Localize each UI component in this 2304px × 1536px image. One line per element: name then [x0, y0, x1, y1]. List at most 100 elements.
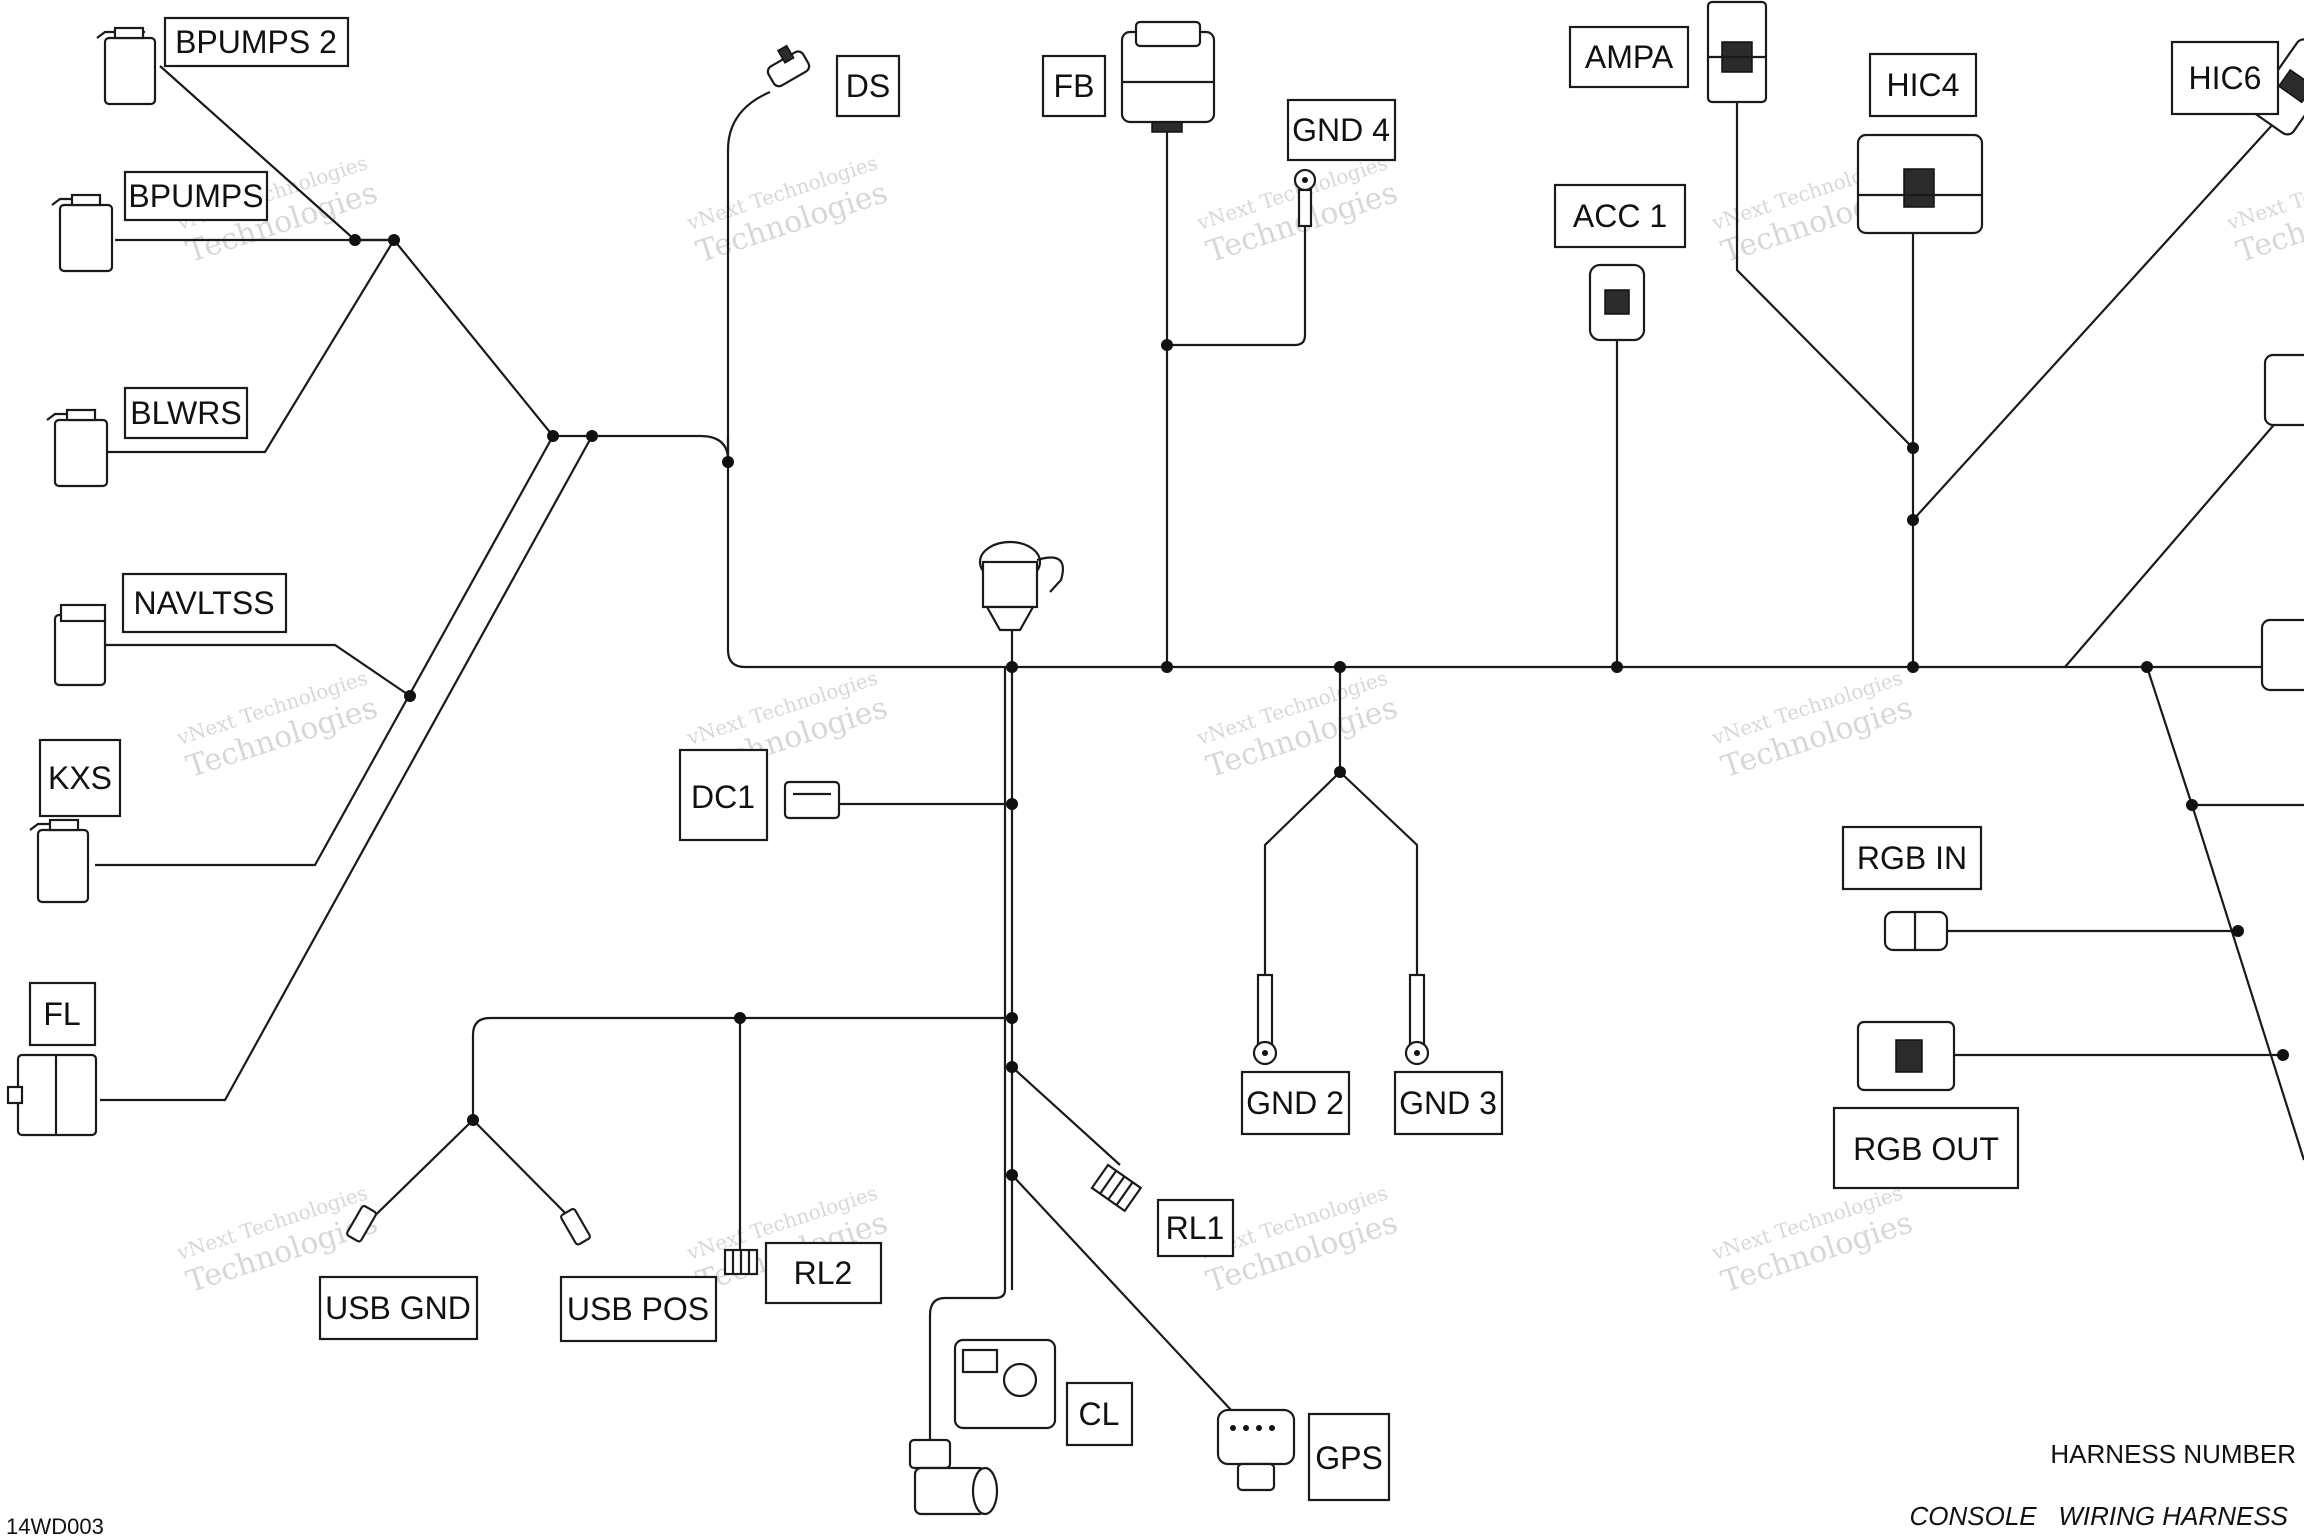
label-text: BPUMPS 2: [175, 24, 337, 60]
fl-wire: [100, 435, 593, 1102]
usb-pos-wire: [472, 1119, 583, 1231]
bpumps-connector-icon: [51, 193, 114, 273]
usb-branch-wire: [471, 1016, 1012, 1120]
label-blwrs: BLWRS: [123, 386, 249, 440]
junction-dot: [586, 430, 598, 442]
label-text: HIC6: [2189, 60, 2262, 96]
label-text: USB POS: [567, 1291, 709, 1327]
junction-dot: [388, 234, 400, 246]
label-text: RL1: [1166, 1210, 1225, 1246]
right-diagonal-wire: [2064, 389, 2304, 668]
label-text: RGB OUT: [1853, 1131, 1999, 1167]
hic4-connector-icon: [1856, 133, 1984, 235]
junction-dot: [1161, 661, 1173, 673]
acc1-connector-icon: [1588, 263, 1646, 342]
junction-dot: [1907, 442, 1919, 454]
rl1-wire: [1011, 1066, 1121, 1166]
label-text: AMPA: [1585, 39, 1674, 75]
gnd4-ground-icon: [1293, 168, 1317, 228]
label-hic6: HIC6: [2170, 40, 2280, 116]
label-usb-gnd: USB GND: [318, 1275, 479, 1341]
diagnostic-port-icon: [978, 540, 1064, 632]
ampa-wire: [1735, 100, 1914, 449]
navltss-wire: [105, 643, 411, 697]
label-text: CL: [1079, 1396, 1120, 1432]
ds-connector-icon: [766, 44, 811, 88]
label-ds: DS: [835, 54, 901, 118]
label-text: GND 3: [1399, 1085, 1497, 1121]
label-gps: GPS: [1307, 1412, 1391, 1502]
label-text: BPUMPS: [128, 178, 263, 214]
junction-dot: [1006, 1012, 1018, 1024]
connectors: [6, 0, 2304, 1516]
label-hic4: HIC4: [1868, 52, 1978, 118]
label-usb-pos: USB POS: [559, 1275, 718, 1343]
lighter-socket-icon: [908, 1438, 999, 1516]
junction-dot: [349, 234, 361, 246]
label-text: ACC 1: [1573, 198, 1667, 234]
bpumps2-connector-icon: [96, 26, 157, 106]
fb-connector-icon: [1120, 20, 1216, 133]
gps-connector-icon: [1216, 1408, 1296, 1492]
gnd3-ground-icon: [1404, 973, 1430, 1066]
rl2-connector-icon: [723, 1248, 759, 1276]
usb-pos-terminal-icon: [560, 1208, 591, 1246]
label-text: GPS: [1315, 1440, 1383, 1476]
label-text: GND 2: [1246, 1085, 1344, 1121]
label-gnd2: GND 2: [1240, 1070, 1351, 1136]
label-bpumps: BPUMPS: [123, 170, 269, 222]
fl-connector-icon: [6, 1053, 98, 1137]
gnd-split-wire: [1263, 667, 1342, 980]
right-edge-connector-icon: [2260, 618, 2304, 692]
navltss-connector-icon: [53, 603, 107, 687]
label-text: BLWRS: [130, 395, 241, 431]
junction-dot: [1334, 661, 1346, 673]
junction-dot: [2232, 925, 2244, 937]
watermark: vNext Technologies Technologies: [1708, 1181, 1917, 1300]
ds-wire: [726, 90, 771, 462]
blwrs-wire: [105, 239, 395, 454]
junction-dot: [1907, 514, 1919, 526]
watermark: vNext Technologies Technologies: [173, 666, 382, 785]
gnd2-ground-icon: [1252, 973, 1278, 1066]
label-text: FB: [1054, 68, 1095, 104]
figure-code: 14WD003: [6, 1514, 104, 1536]
label-rgb-out: RGB OUT: [1832, 1106, 2020, 1190]
usb-gnd-terminal-icon: [346, 1205, 377, 1243]
label-dc1: DC1: [678, 748, 769, 842]
label-rl2: RL2: [764, 1241, 883, 1305]
junction-dot: [2186, 799, 2198, 811]
label-gnd3: GND 3: [1393, 1070, 1504, 1136]
footer: 14WD003 HARNESS NUMBER CONSOLE WIRING HA…: [6, 1439, 2296, 1536]
junction-dot: [1006, 1061, 1018, 1073]
rgb-in-connector-icon: [1883, 910, 1949, 952]
right-edge-connector-icon: [2263, 353, 2304, 427]
label-gnd4: GND 4: [1286, 98, 1397, 162]
junction-dot: [2141, 661, 2153, 673]
label-rgb-in: RGB IN: [1841, 825, 1983, 891]
harness-number-label: HARNESS NUMBER: [2050, 1439, 2296, 1469]
watermark: vNext Technologies Technologies: [2223, 151, 2304, 270]
rl1-connector-icon: [1090, 1163, 1143, 1213]
label-text: RGB IN: [1857, 840, 1967, 876]
junction-dot: [1006, 661, 1018, 673]
ampa-connector-icon: [1706, 0, 1768, 104]
label-text: DS: [846, 68, 890, 104]
junction-dot: [1161, 339, 1173, 351]
junction-dot: [547, 430, 559, 442]
label-rl1: RL1: [1156, 1198, 1235, 1258]
left-junction-wire: [592, 434, 730, 461]
junction-dot: [1334, 766, 1346, 778]
label-text: KXS: [48, 760, 112, 796]
junction-dots: [349, 234, 2289, 1181]
harness-title: CONSOLE WIRING HARNESS: [1910, 1501, 2289, 1531]
bpumps2-wire: [159, 65, 356, 241]
left-trunk-wire: [393, 239, 592, 438]
blwrs-connector-icon: [46, 408, 109, 488]
label-navltss: NAVLTSS: [121, 572, 288, 634]
gnd-split-wire-b: [1339, 771, 1419, 980]
watermark: vNext Technologies Technologies: [1193, 666, 1402, 785]
right-lower-branch-wire: [2145, 666, 2304, 1161]
dc1-connector-icon: [783, 780, 841, 820]
watermark: vNext Technologies Technologies: [1708, 666, 1917, 785]
